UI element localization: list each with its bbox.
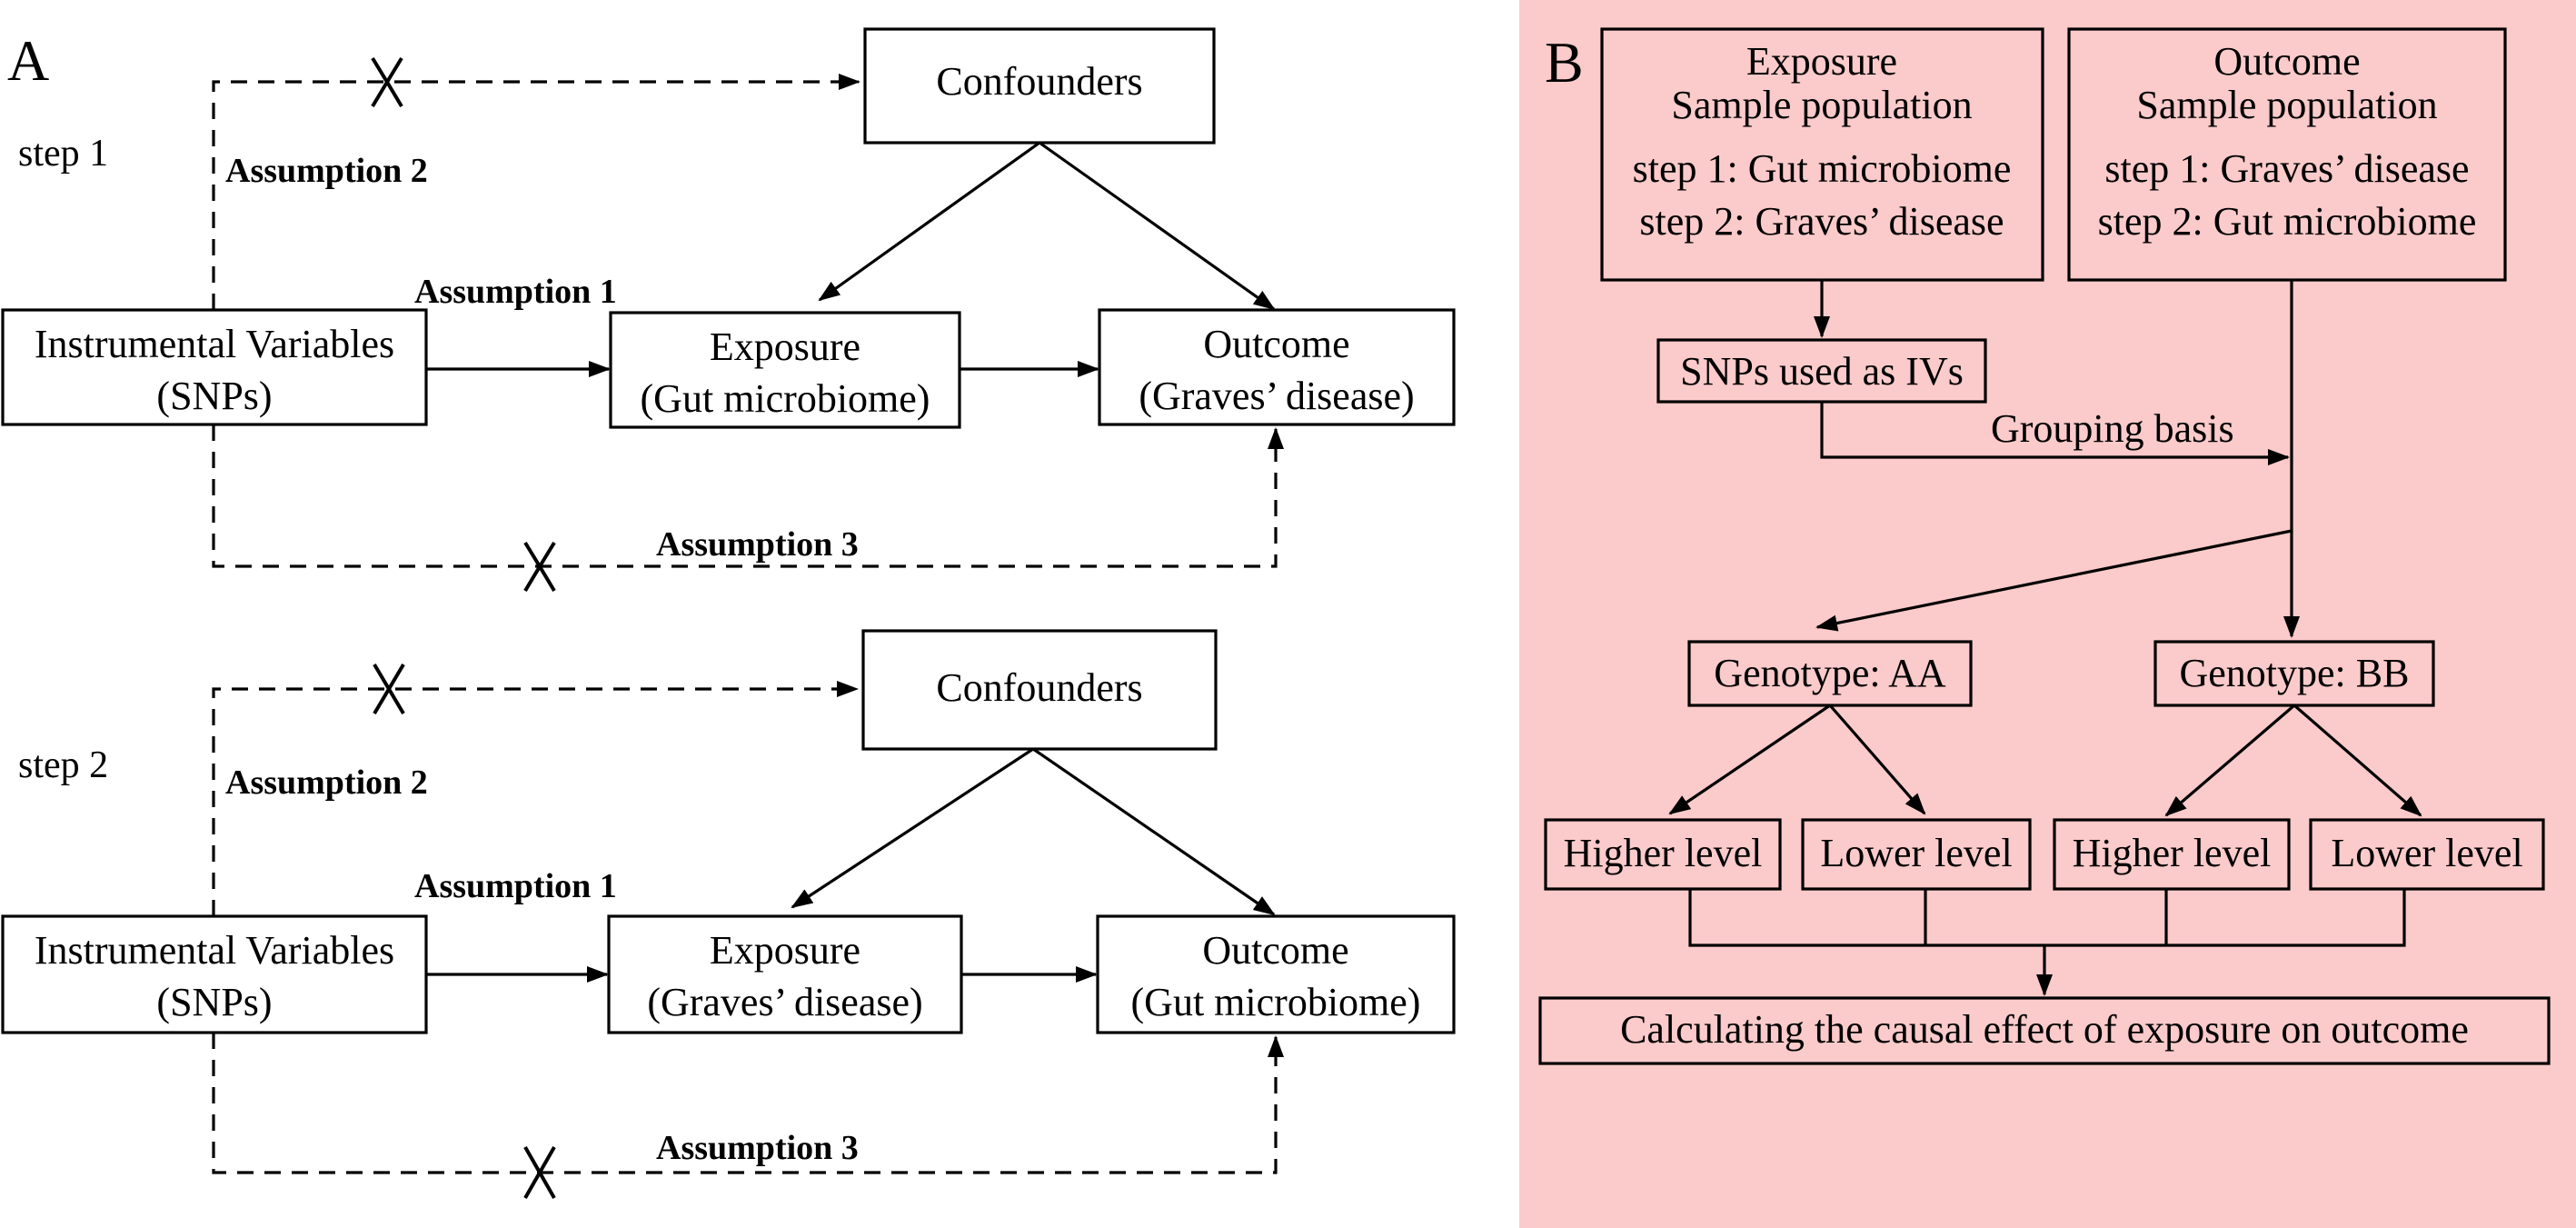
confounders-label: Confounders bbox=[936, 59, 1142, 104]
instrument-label-line2: (SNPs) bbox=[156, 374, 272, 418]
confounders-node: Confounders bbox=[861, 629, 1218, 751]
exposure-sample-line2: Sample population bbox=[1671, 83, 1972, 127]
step-label: step 1 bbox=[18, 133, 108, 175]
arrow-aa-to-lower bbox=[1828, 704, 1926, 815]
level-box-aa-lower: Lower level bbox=[1801, 818, 2032, 891]
genotype-bb-label: Genotype: BB bbox=[2180, 651, 2410, 695]
step-1-diagram: step 1 Confounders Instrumental Variable… bbox=[1, 27, 1456, 593]
step-label: step 2 bbox=[18, 744, 108, 786]
arrow-confounders-to-exposure bbox=[791, 747, 1034, 909]
exposure-node: Exposure (Gut microbiome) bbox=[609, 311, 961, 429]
exposure-label-line2: (Gut microbiome) bbox=[641, 376, 930, 421]
outcome-sample-line2: Sample population bbox=[2136, 83, 2437, 127]
panel-b-label: B bbox=[1545, 30, 1584, 95]
exposure-sample-box: Exposure Sample population step 1: Gut m… bbox=[1600, 27, 2044, 282]
cross-mark-assumption-2 bbox=[371, 56, 403, 108]
exposure-sample-line1: Exposure bbox=[1746, 39, 1897, 84]
outcome-label-line1: Outcome bbox=[1202, 928, 1348, 973]
instrument-node: Instrumental Variables (SNPs) bbox=[1, 914, 428, 1034]
join-line bbox=[1688, 889, 2406, 947]
dashed-path-iv-to-outcome bbox=[212, 1033, 1284, 1174]
level-box-bb-higher: Higher level bbox=[2053, 818, 2291, 891]
dashed-path-iv-to-outcome bbox=[212, 424, 1284, 568]
outcome-sample-line1: Outcome bbox=[2213, 39, 2360, 84]
assumption-2-label: Assumption 2 bbox=[225, 152, 428, 190]
arrow-bb-to-lower bbox=[2293, 704, 2422, 817]
outcome-label-line1: Outcome bbox=[1203, 322, 1349, 366]
snps-box: SNPs used as IVs bbox=[1656, 338, 1987, 404]
dashed-path-iv-to-confounders bbox=[212, 74, 860, 310]
outcome-node: Outcome (Graves’ disease) bbox=[1098, 308, 1456, 426]
assumption-3-label: Assumption 3 bbox=[656, 1129, 859, 1167]
exposure-sample-line4: step 2: Graves’ disease bbox=[1639, 199, 2004, 244]
cross-mark-assumption-3 bbox=[523, 541, 556, 593]
assumption-1-label: Assumption 1 bbox=[414, 867, 617, 905]
arrow-grouping-basis bbox=[1820, 402, 2290, 465]
arrow-confounders-to-outcome bbox=[1039, 141, 1276, 311]
instrument-label-line2: (SNPs) bbox=[156, 980, 272, 1024]
exposure-label-line1: Exposure bbox=[710, 324, 860, 369]
cross-mark-assumption-3 bbox=[523, 1146, 556, 1199]
snps-label: SNPs used as IVs bbox=[1680, 349, 1964, 394]
outcome-label-line2: (Gut microbiome) bbox=[1131, 980, 1421, 1024]
confounders-label: Confounders bbox=[936, 665, 1142, 710]
dashed-path-iv-to-confounders bbox=[212, 681, 859, 916]
level-label: Lower level bbox=[1820, 831, 2012, 875]
cross-mark-assumption-2 bbox=[373, 663, 405, 715]
panel-a-label: A bbox=[7, 28, 49, 93]
step-2-diagram: step 2 Confounders Instrumental Variable… bbox=[1, 629, 1456, 1199]
level-label: Lower level bbox=[2331, 831, 2522, 875]
assumption-1-label: Assumption 1 bbox=[414, 273, 617, 311]
level-label: Higher level bbox=[1564, 831, 1763, 875]
instrument-node: Instrumental Variables (SNPs) bbox=[1, 308, 428, 426]
level-box-aa-higher: Higher level bbox=[1544, 818, 1782, 891]
confounders-node: Confounders bbox=[863, 27, 1216, 145]
exposure-node: Exposure (Graves’ disease) bbox=[607, 914, 963, 1034]
outcome-sample-line3: step 1: Graves’ disease bbox=[2104, 146, 2469, 191]
result-label: Calculating the causal effect of exposur… bbox=[1620, 1007, 2469, 1052]
exposure-label-line2: (Graves’ disease) bbox=[647, 980, 922, 1024]
assumption-2-label: Assumption 2 bbox=[225, 764, 428, 802]
genotype-aa-box: Genotype: AA bbox=[1687, 640, 1973, 707]
exposure-sample-line3: step 1: Gut microbiome bbox=[1633, 146, 2012, 191]
level-label: Higher level bbox=[2073, 831, 2272, 875]
level-box-bb-lower: Lower level bbox=[2309, 818, 2545, 891]
arrow-bb-to-higher bbox=[2164, 704, 2296, 817]
panel-b: B Exposure Sample population step 1: Gut… bbox=[1519, 0, 2576, 1228]
panel-a: A step 1 Confounders Instrumental Variab… bbox=[1, 27, 1456, 1199]
exposure-label-line1: Exposure bbox=[710, 928, 860, 973]
assumption-3-label: Assumption 3 bbox=[656, 525, 859, 564]
outcome-sample-line4: step 2: Gut microbiome bbox=[2098, 199, 2477, 244]
arrow-confounders-to-outcome bbox=[1032, 747, 1276, 916]
instrument-label-line1: Instrumental Variables bbox=[35, 928, 394, 973]
arrow-confounders-to-exposure bbox=[818, 141, 1040, 302]
arrow-aa-to-higher bbox=[1668, 704, 1831, 815]
outcome-label-line2: (Graves’ disease) bbox=[1139, 374, 1414, 418]
instrument-label-line1: Instrumental Variables bbox=[35, 322, 394, 366]
grouping-basis-label: Grouping basis bbox=[1991, 406, 2234, 451]
result-box: Calculating the causal effect of exposur… bbox=[1538, 996, 2551, 1065]
outcome-sample-box: Outcome Sample population step 1: Graves… bbox=[2067, 27, 2507, 282]
arrow-to-genotype-aa bbox=[1815, 529, 2293, 632]
genotype-aa-label: Genotype: AA bbox=[1714, 651, 1946, 695]
genotype-bb-box: Genotype: BB bbox=[2153, 640, 2435, 707]
outcome-node: Outcome (Gut microbiome) bbox=[1096, 914, 1456, 1034]
